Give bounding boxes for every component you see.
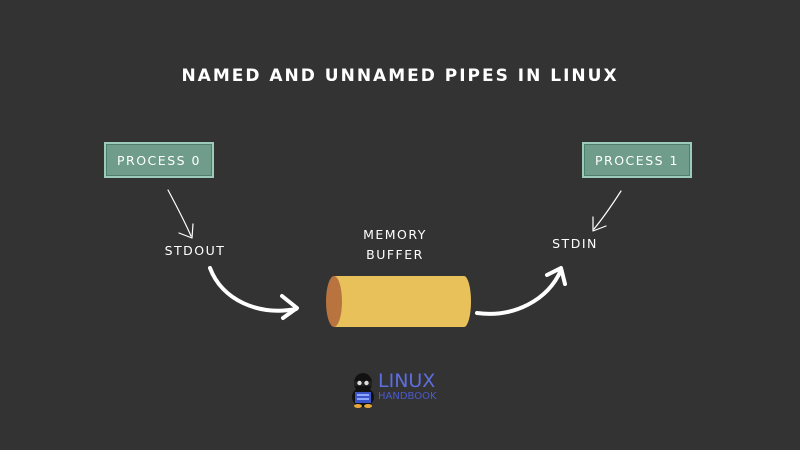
memory-buffer-label: MEMORY BUFFER — [330, 225, 460, 265]
memory-buffer-cylinder — [326, 276, 471, 327]
memory-buffer-label-line-2: BUFFER — [366, 247, 424, 262]
diagram-title: NAMED AND UNNAMED PIPES IN LINUX — [181, 66, 619, 86]
stdin-label: STDIN — [552, 236, 598, 251]
process-0-to-stdout-arrow — [167, 189, 194, 239]
memory-buffer-label-line-1: MEMORY — [363, 227, 427, 242]
process-0-box: PROCESS 0 — [104, 142, 214, 178]
logo-text-handbook: HANDBOOK — [378, 391, 437, 402]
buffer-to-stdin-arrow — [475, 266, 567, 316]
process-1-to-stdin-arrow — [592, 190, 622, 232]
logo-text-linux: LINUX — [378, 370, 436, 392]
stdout-label: STDOUT — [164, 243, 226, 258]
tux-penguin-icon — [352, 373, 374, 408]
linux-handbook-logo: LINUX HANDBOOK — [350, 370, 450, 410]
stdout-to-buffer-arrow — [208, 266, 299, 320]
process-1-box: PROCESS 1 — [582, 142, 692, 178]
